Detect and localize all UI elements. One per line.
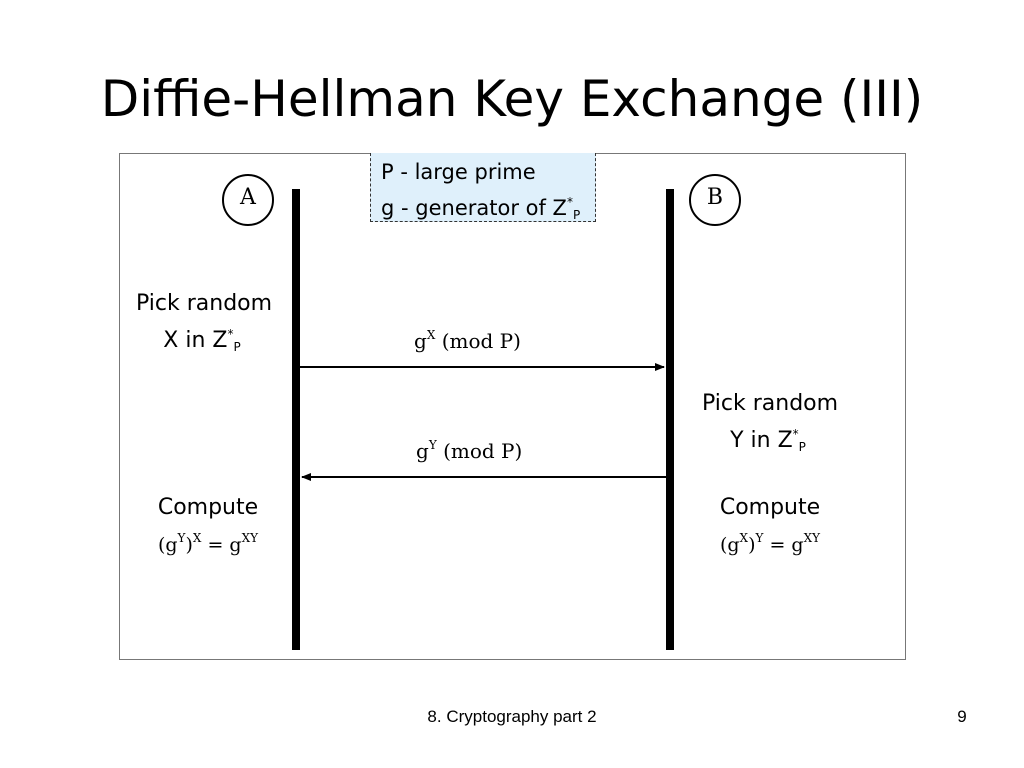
param-generator-sub: P <box>572 208 581 222</box>
b-compute-label: Compute <box>719 495 821 520</box>
b-compute-formula: (gX)Y = gXY <box>702 523 838 561</box>
b-compute-inner-exp: X <box>739 531 749 545</box>
slide-page-number: 9 <box>957 707 967 726</box>
a-pick-line1: Pick random <box>136 291 273 316</box>
a-compute-formula: (gY)X = gXY <box>140 523 276 561</box>
b-compute-result-exp: XY <box>803 531 821 545</box>
diagram-frame <box>119 153 906 660</box>
slide-footer: 8. Cryptography part 2 <box>427 707 597 726</box>
b-pick-sub: P <box>798 440 806 454</box>
msg-ba-exp: Y <box>428 438 437 452</box>
message-a-to-b-label: gX (mod P) <box>414 328 521 353</box>
a-pick-sup: * <box>227 327 234 341</box>
party-b-lifeline <box>666 189 674 650</box>
msg-ba-suffix: (mod P) <box>436 439 523 463</box>
b-pick-sup: * <box>792 427 799 441</box>
param-generator-sup: * <box>566 195 573 209</box>
party-a-lifeline <box>292 189 300 650</box>
msg-ab-suffix: (mod P) <box>435 329 521 353</box>
party-a-compute-block: Compute (gY)X = gXY <box>140 492 276 561</box>
b-compute-outer-exp: Y <box>755 531 764 545</box>
slide-title: Diffie-Hellman Key Exchange (III) <box>100 70 924 128</box>
a-pick-sub: P <box>233 340 241 354</box>
b-compute-equals: = g <box>763 534 804 556</box>
a-compute-inner-exp: Y <box>177 531 186 545</box>
a-compute-close: ) <box>185 534 193 556</box>
party-b-compute-block: Compute (gX)Y = gXY <box>702 492 838 561</box>
b-pick-text: Y in Z <box>730 428 793 453</box>
a-pick-line2: X in Z*P <box>136 319 268 363</box>
b-pick-line2: Y in Z*P <box>702 419 834 463</box>
a-compute-equals: = g <box>201 534 242 556</box>
msg-ab-base: g <box>414 329 427 353</box>
party-a-pick-block: Pick random X in Z*P <box>136 288 273 363</box>
a-pick-text: X in Z <box>163 328 228 353</box>
a-compute-result-exp: XY <box>241 531 259 545</box>
message-b-to-a-label: gY (mod P) <box>416 438 522 463</box>
b-pick-line1: Pick random <box>702 391 839 416</box>
party-b-circle: B <box>689 174 741 226</box>
b-compute-close: ) <box>748 534 756 556</box>
msg-ba-base: g <box>416 439 429 463</box>
b-compute-open: (g <box>719 534 740 556</box>
param-prime-line: P - large prime <box>381 160 536 184</box>
parameters-box: P - large prime g - generator of Z*P <box>370 153 596 222</box>
party-b-pick-block: Pick random Y in Z*P <box>702 388 839 463</box>
param-generator-line: g - generator of Z*P <box>381 187 595 230</box>
party-a-circle: A <box>222 174 274 226</box>
param-generator-text: g - generator of Z <box>381 196 567 220</box>
a-compute-outer-exp: X <box>192 531 202 545</box>
a-compute-open: (g <box>157 534 178 556</box>
a-compute-label: Compute <box>157 495 259 520</box>
msg-ab-exp: X <box>426 328 436 342</box>
